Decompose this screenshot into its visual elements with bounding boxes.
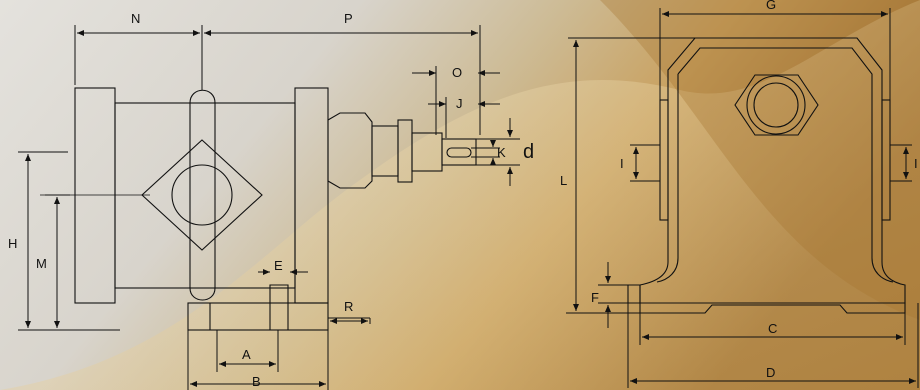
dim-label-N: N <box>131 11 140 26</box>
dim-label-D: D <box>766 365 775 380</box>
right-view <box>627 37 906 314</box>
dim-label-O: O <box>452 65 462 80</box>
dim-label-d: d <box>523 141 534 163</box>
dim-label-I-left: I <box>620 156 624 171</box>
dim-label-P: P <box>344 11 353 26</box>
dim-label-F: F <box>591 290 599 305</box>
dim-label-L: L <box>560 173 567 188</box>
dim-label-C: C <box>768 321 777 336</box>
dim-label-M: M <box>36 256 47 271</box>
background-shade <box>600 0 920 320</box>
dim-label-K: K <box>497 145 506 160</box>
dim-label-R: R <box>344 299 353 314</box>
dim-label-B: B <box>252 374 261 389</box>
dim-label-G: G <box>766 0 776 12</box>
dim-label-E: E <box>274 258 283 273</box>
dim-label-H: H <box>8 236 17 251</box>
dim-label-I-right: I <box>914 156 918 171</box>
dim-label-A: A <box>242 347 251 362</box>
dim-label-J: J <box>456 96 463 111</box>
